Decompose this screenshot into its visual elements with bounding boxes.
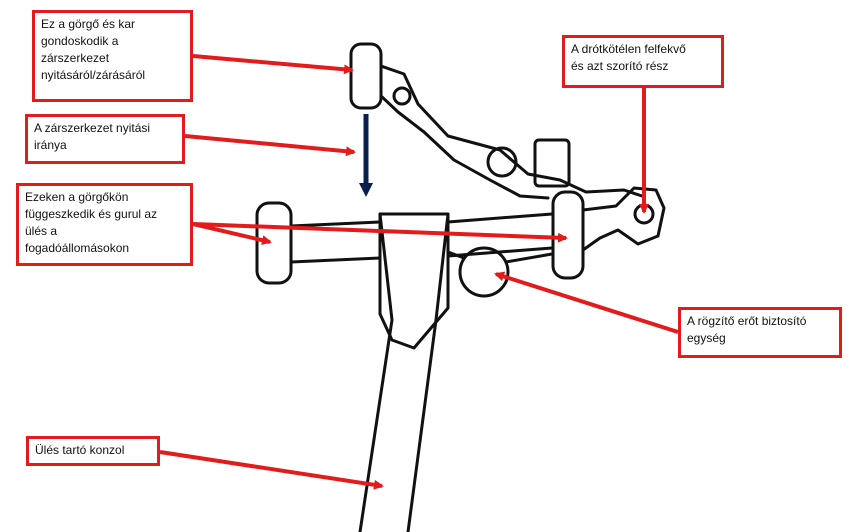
arm-top-block [378, 212, 450, 350]
pointer-direction [184, 134, 356, 157]
pointer-rollers-right [192, 222, 568, 243]
force-unit-link [446, 250, 554, 264]
lever-roller [486, 146, 518, 178]
right-running-roller [551, 190, 585, 280]
callout-opening-direction: A zárszerkezet nyitási iránya [25, 114, 185, 164]
callout-rope-clamp: A drótkötélen felfekvő és azt szorító ré… [562, 35, 724, 88]
clamp-jaw [581, 186, 666, 252]
pointer-seat-arm [159, 450, 384, 490]
top-control-roller [349, 42, 383, 110]
pointer-lever [192, 54, 354, 75]
pointer-clamping-force [494, 271, 679, 334]
callout-seat-arm: Ülés tartó konzol [26, 436, 160, 466]
callout-running-rollers: Ezeken a görgőkön függeszkedik és gurul … [16, 183, 193, 266]
spring-housing [533, 138, 571, 188]
callout-lever: Ez a görgő és kar gondoskodik a zárszerk… [32, 10, 193, 102]
pointer-rollers-left [192, 222, 272, 246]
left-running-roller [255, 201, 293, 285]
roller-axle [289, 212, 554, 264]
callout-clamping-force: A rögzítő erőt biztosító egység [678, 307, 842, 358]
clamping-force-unit [458, 246, 510, 298]
lever-pivot [392, 86, 412, 106]
lever-arm [379, 64, 644, 200]
